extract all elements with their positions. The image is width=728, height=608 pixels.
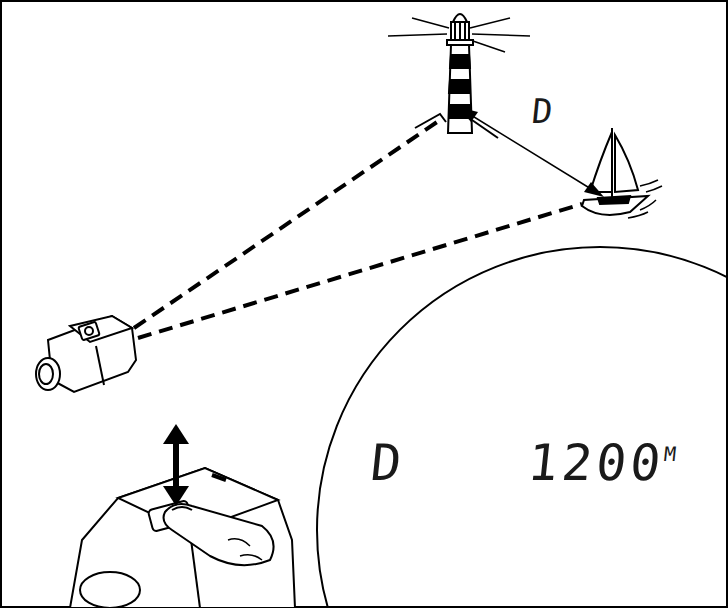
hand-on-device (70, 468, 295, 608)
lighthouse (415, 14, 498, 138)
display-mode-symbol: D (368, 438, 407, 488)
display-distance: 1200 (525, 438, 667, 488)
press-arrow (163, 424, 189, 506)
display-circle (317, 247, 728, 608)
rangefinder (36, 316, 136, 392)
display-unit: M (663, 444, 678, 464)
sailboat (582, 128, 662, 218)
sight-lines (134, 120, 582, 338)
mode-symbol: D (530, 94, 558, 128)
